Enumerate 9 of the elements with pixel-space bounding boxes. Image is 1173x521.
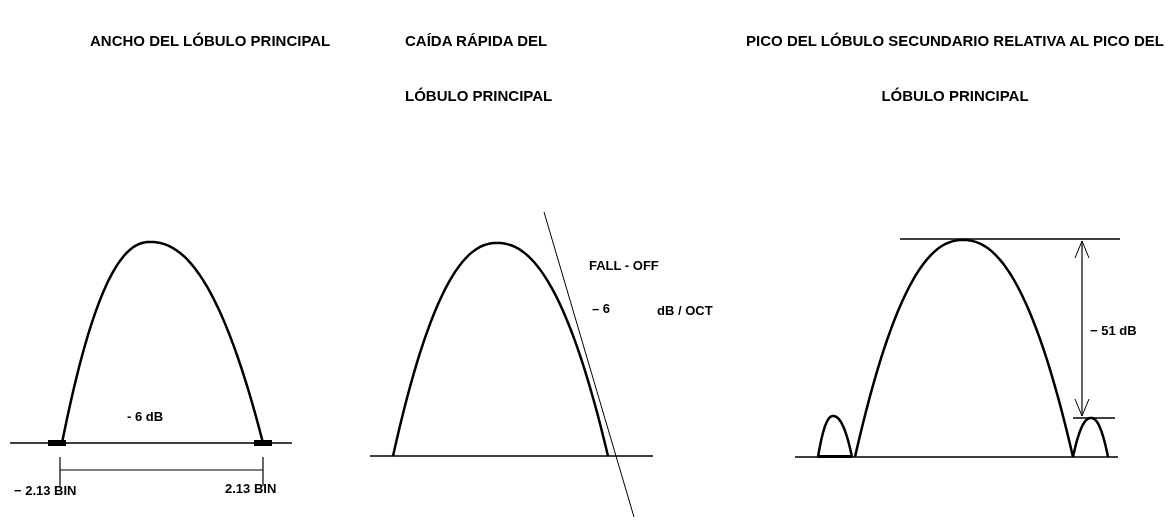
annotation-label: FALL - OFF (589, 259, 659, 274)
bin-label: 2.13 BIN (225, 482, 277, 497)
annotation-label: – 6 (592, 302, 611, 317)
panel-heading: PICO DEL LÓBULO SECUNDARIO RELATIVA AL PICO DEL LÓBULO PRINCIPAL (745, 31, 1165, 106)
level-label: - 6 dB (127, 410, 164, 425)
panel-heading: CAÍDA RÁPIDA DEL LÓBULO PRINCIPAL (405, 31, 554, 106)
dimension-label: − 51 dB (1090, 324, 1137, 339)
bin-label: − 2.13 BIN (14, 484, 77, 499)
annotation-label: dB / OCT (657, 304, 713, 319)
